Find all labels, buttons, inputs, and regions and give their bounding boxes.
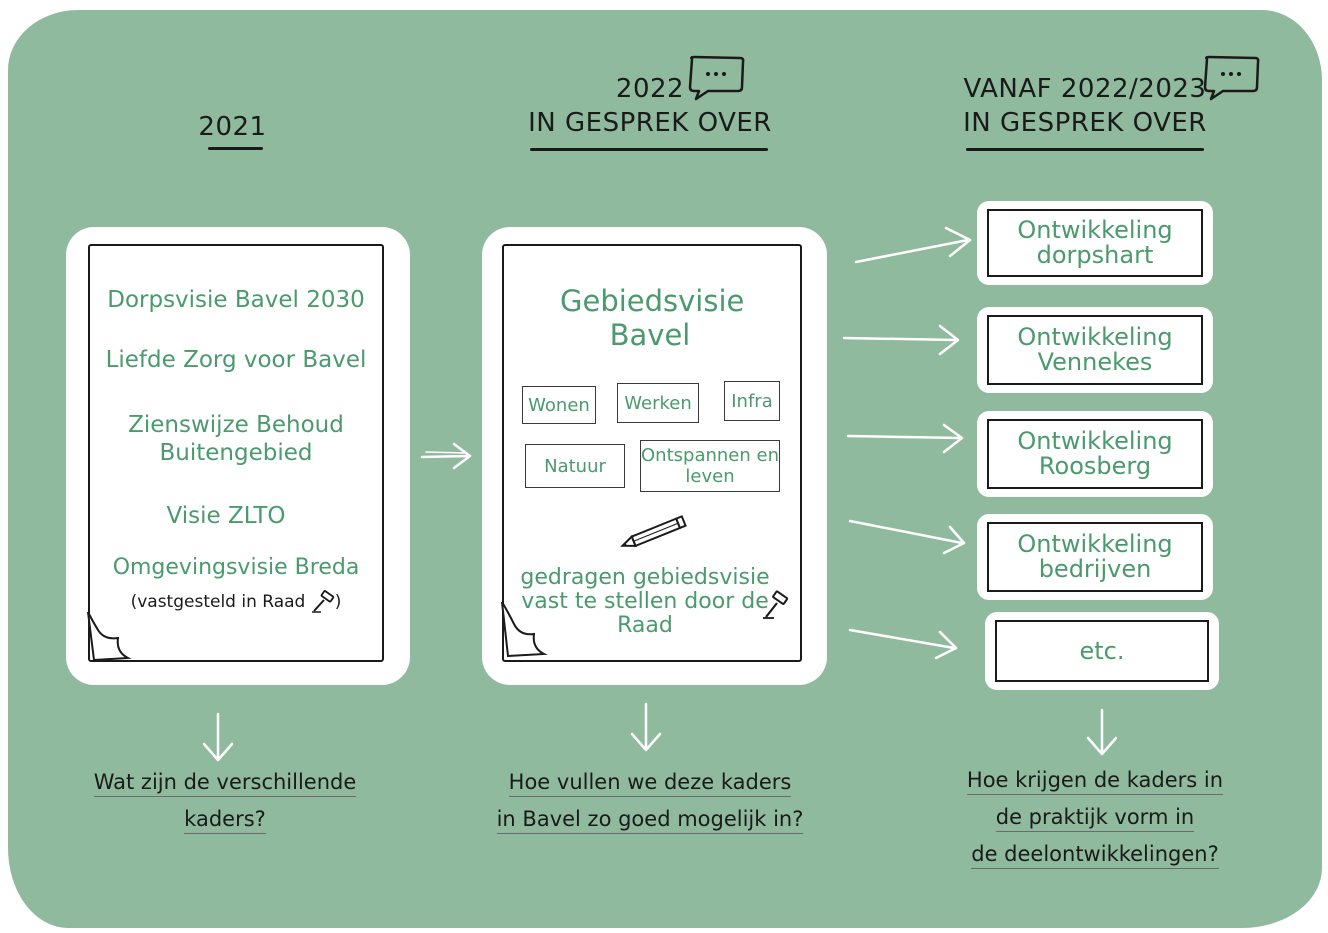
speech-bubble-icon [1203,55,1260,101]
adopted-note-text: (vastgesteld in Raad [130,592,306,612]
development-box: Ontwikkeling dorpshart [977,201,1213,285]
framework-item: Zienswijze Behoud Buitengebied [128,412,344,466]
question-2021: Wat zijn de verschillende kaders? [60,764,390,838]
question-line: de deelontwikkelingen? [971,842,1219,869]
gavel-icon [763,590,789,619]
question-line: Hoe krijgen de kaders in [966,768,1224,795]
header-vanaf: VANAF 2022/2023 IN GESPREK OVER [940,72,1230,140]
question-line: kaders? [184,807,266,834]
topic-tag: Werken [617,383,699,423]
speech-bubble-icon [688,55,745,101]
document-sheet [502,244,802,662]
framework-item: Dorpsvisie Bavel 2030 [107,287,365,313]
topic-tag: Ontspannen en leven [640,440,780,492]
question-2022: Hoe vullen we deze kaders in Bavel zo go… [470,764,830,838]
curled-page-corner [87,611,132,662]
framework-item: Liefde Zorg voor Bavel [105,347,367,373]
development-box: etc. [985,612,1219,690]
header-underline [530,148,768,151]
header-2021: 2021 [160,110,305,144]
header-subtitle: IN GESPREK OVER [963,108,1207,138]
area-vision-footer: gedragen gebiedsvisie vast te stellen do… [520,565,770,638]
development-label: Ontwikkeling Vennekes [987,315,1203,385]
development-box: Ontwikkeling Roosberg [977,411,1213,497]
topic-tag: Wonen [522,386,596,424]
arrow-icon [1086,708,1118,756]
pencil-icon [620,515,687,548]
panel-2022 [482,227,827,685]
arrow-icon [848,519,966,555]
development-box: Ontwikkeling bedrijven [977,514,1213,600]
adopted-note: (vastgesteld in Raad ) [100,588,372,616]
curled-page-corner [501,601,548,658]
question-line: Wat zijn de verschillende [93,770,357,797]
arrow-icon [202,712,234,762]
panel-2021 [66,227,410,685]
framework-item: Omgevingsvisie Breda [112,555,360,580]
arrow-icon [420,442,472,470]
header-underline [966,148,1204,151]
arrow-icon [854,226,972,264]
development-label: Ontwikkeling bedrijven [987,522,1203,592]
topic-tag: Infra [724,381,780,421]
question-line: in Bavel zo goed mogelijk in? [496,807,804,834]
gavel-icon [311,590,334,613]
header-year: 2022 [615,74,685,104]
question-line: Hoe vullen we deze kaders [508,770,792,797]
question-line: de praktijk vorm in [995,805,1195,832]
header-subtitle: IN GESPREK OVER [528,108,772,138]
development-label: Ontwikkeling dorpshart [987,209,1203,277]
development-label: etc. [995,620,1209,682]
adopted-note-close: ) [334,592,342,612]
arrow-icon [842,324,960,356]
topic-tag: Natuur [525,444,625,488]
document-sheet [88,244,384,662]
question-vanaf: Hoe krijgen de kaders in de praktijk vor… [930,762,1260,873]
area-vision-title: Gebiedsvisie Bavel [560,284,745,352]
header-2022: 2022 IN GESPREK OVER [510,72,790,140]
arrow-icon [846,423,964,454]
header-year: VANAF 2022/2023 [963,74,1207,104]
development-box: Ontwikkeling Vennekes [977,307,1213,393]
arrow-icon [848,628,958,660]
development-label: Ontwikkeling Roosberg [987,419,1203,489]
framework-item: Visie ZLTO [166,503,286,529]
header-year: 2021 [198,112,267,142]
arrow-icon [630,702,662,752]
header-underline [208,147,263,150]
